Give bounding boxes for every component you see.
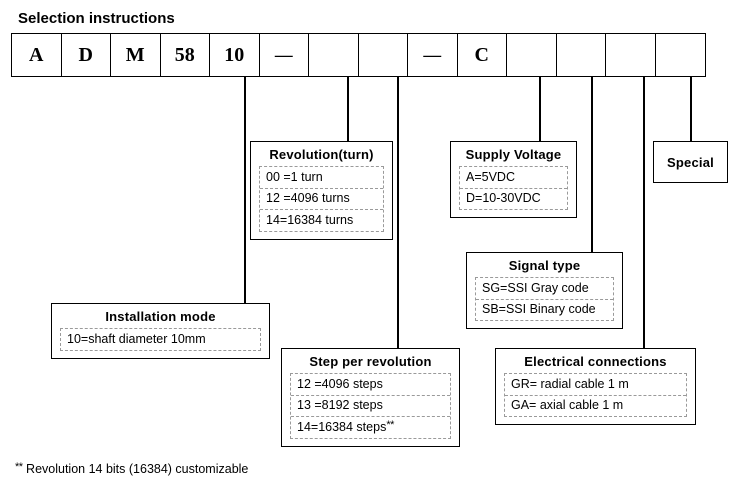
code-cell-5[interactable]: 10 xyxy=(210,34,260,76)
box-special-title: Special xyxy=(667,154,714,170)
option-row[interactable]: A=5VDC xyxy=(460,167,567,189)
option-row[interactable]: SB=SSI Binary code xyxy=(482,302,596,317)
connector-electrical-connections-vertical xyxy=(643,77,645,349)
code-cell-4[interactable]: 58 xyxy=(160,34,210,76)
option-footnote-marker: ** xyxy=(386,418,394,431)
connector-signal-type-vertical xyxy=(591,77,593,253)
box-special: Special xyxy=(653,141,728,183)
connector-supply-voltage-vertical xyxy=(539,77,541,142)
option-row[interactable]: GR= radial cable 1 m xyxy=(505,374,686,396)
option-row[interactable]: 10=shaft diameter 10mm xyxy=(67,331,206,346)
order-code-strip: A D M 58 10 — — C xyxy=(11,33,706,77)
box-electrical-connections: Electrical connections GR= radial cable … xyxy=(495,348,696,426)
code-cell-14[interactable] xyxy=(655,34,705,76)
code-cell-6[interactable]: — xyxy=(259,34,309,76)
option-row[interactable]: 13 =8192 steps xyxy=(291,396,450,418)
box-supply-voltage-options: A=5VDC D=10-30VDC xyxy=(459,166,568,211)
connector-revolution-vertical xyxy=(347,77,349,142)
option-row[interactable]: GA= axial cable 1 m xyxy=(511,398,624,413)
option-text: 13 =8192 steps xyxy=(297,398,383,413)
option-row[interactable]: SG=SSI Gray code xyxy=(476,278,613,300)
footnote: ** Revolution 14 bits (16384) customizab… xyxy=(15,461,249,476)
box-revolution-title: Revolution(turn) xyxy=(269,147,374,162)
code-cell-10[interactable]: C xyxy=(457,34,507,76)
option-row[interactable]: 12 =4096 turns xyxy=(260,189,383,211)
box-supply-voltage-title: Supply Voltage xyxy=(465,147,562,162)
box-step-per-revolution-options: 12 =4096 steps 13 =8192 steps 14=16384 s… xyxy=(290,373,451,439)
connector-installation-mode-vertical xyxy=(244,77,246,304)
box-revolution-options: 00 =1 turn 12 =4096 turns 14=16384 turns xyxy=(259,166,384,232)
code-cell-8[interactable] xyxy=(358,34,408,76)
code-cell-9[interactable]: — xyxy=(408,34,458,76)
box-installation-mode-options: 10=shaft diameter 10mm xyxy=(60,328,261,351)
box-signal-type-title: Signal type xyxy=(508,258,581,273)
box-installation-mode-title: Installation mode xyxy=(105,309,216,324)
option-row[interactable]: 12 =4096 steps xyxy=(291,374,450,396)
option-text: 12 =4096 steps xyxy=(297,376,383,391)
code-cell-7[interactable] xyxy=(309,34,359,76)
page-title: Selection instructions xyxy=(18,10,175,27)
footnote-text: Revolution 14 bits (16384) customizable xyxy=(22,462,249,476)
box-electrical-connections-options: GR= radial cable 1 m GA= axial cable 1 m xyxy=(504,373,687,418)
connector-step-per-revolution-vertical xyxy=(397,77,399,349)
box-signal-type: Signal type SG=SSI Gray code SB=SSI Bina… xyxy=(466,252,623,330)
code-cell-12[interactable] xyxy=(556,34,606,76)
box-revolution: Revolution(turn) 00 =1 turn 12 =4096 tur… xyxy=(250,141,393,240)
option-row[interactable]: D=10-30VDC xyxy=(466,191,541,206)
box-signal-type-options: SG=SSI Gray code SB=SSI Binary code xyxy=(475,277,614,322)
option-row[interactable]: 14=16384 steps** xyxy=(291,417,450,438)
connector-special-vertical xyxy=(690,77,692,142)
code-cell-13[interactable] xyxy=(606,34,656,76)
code-cell-2[interactable]: D xyxy=(61,34,111,76)
code-cell-3[interactable]: M xyxy=(111,34,161,76)
code-cell-1[interactable]: A xyxy=(12,34,62,76)
option-text: 14=16384 steps xyxy=(297,419,387,434)
box-installation-mode: Installation mode 10=shaft diameter 10mm xyxy=(51,303,270,359)
box-supply-voltage: Supply Voltage A=5VDC D=10-30VDC xyxy=(450,141,577,219)
code-cell-11[interactable] xyxy=(507,34,557,76)
box-step-per-revolution: Step per revolution 12 =4096 steps 13 =8… xyxy=(281,348,460,447)
option-row[interactable]: 14=16384 turns xyxy=(266,212,354,227)
box-electrical-connections-title: Electrical connections xyxy=(524,354,667,369)
box-step-per-revolution-title: Step per revolution xyxy=(309,354,432,369)
option-row[interactable]: 00 =1 turn xyxy=(260,167,383,189)
footnote-marker: ** xyxy=(15,461,23,473)
